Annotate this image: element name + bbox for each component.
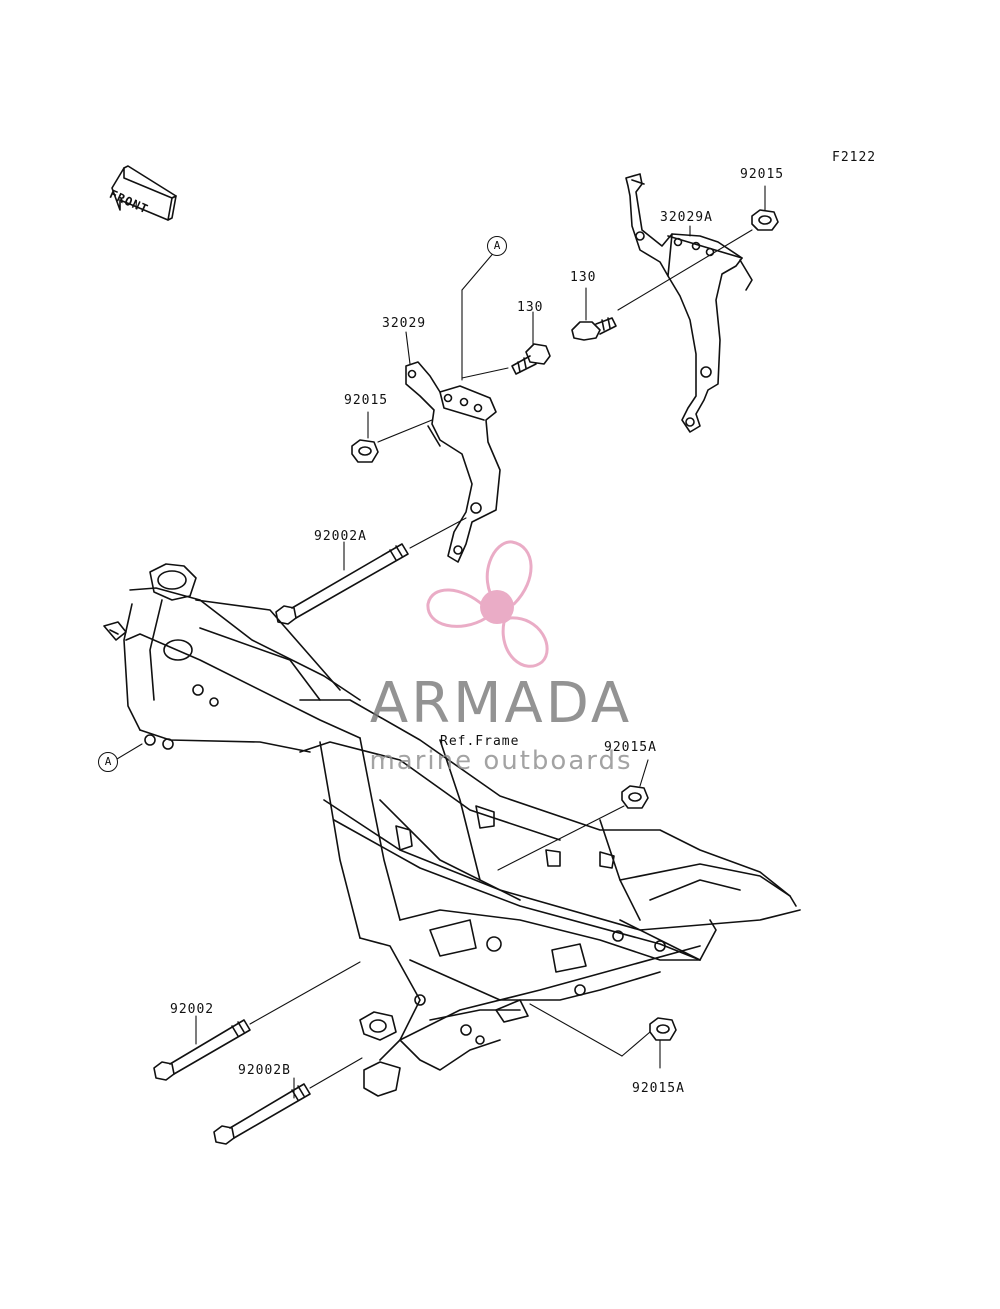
part-label-130-right[interactable]: 130 (570, 270, 597, 285)
part-label-92015-top[interactable]: 92015 (740, 167, 785, 182)
part-label-92015A-lower[interactable]: 92015A (632, 1081, 685, 1096)
bolt-130-left (511, 343, 551, 375)
motorcycle-frame (103, 563, 801, 1097)
nut-92015-left (351, 439, 379, 463)
part-label-92015A-upper[interactable]: 92015A (604, 740, 657, 755)
bracket-32029 (405, 361, 501, 563)
part-label-130-left[interactable]: 130 (517, 300, 544, 315)
leader-lines (111, 185, 766, 1099)
part-label-92002B[interactable]: 92002B (238, 1063, 291, 1078)
bolt-92002B (213, 1083, 311, 1145)
nut-92015-top (751, 209, 779, 231)
watermark-propeller-icon (426, 540, 549, 668)
bolt-130-right (571, 317, 617, 341)
part-label-92015-left[interactable]: 92015 (344, 393, 389, 408)
callout-a-upper: A (487, 236, 507, 256)
nut-92015A-lower (649, 1017, 677, 1041)
part-label-92002[interactable]: 92002 (170, 1002, 215, 1017)
part-label-32029[interactable]: 32029 (382, 316, 427, 331)
bolt-92002 (153, 1019, 251, 1081)
watermark-subtitle: marine outboards (369, 746, 633, 776)
ref-frame-label[interactable]: Ref.Frame (440, 734, 520, 749)
part-label-32029A[interactable]: 32029A (660, 210, 713, 225)
front-arrow-icon (111, 165, 177, 221)
part-label-92002A[interactable]: 92002A (314, 529, 367, 544)
bolt-92002A (275, 543, 409, 625)
watermark-name: ARMADA (369, 671, 633, 736)
callout-a-lower: A (98, 752, 118, 772)
nut-92015A-upper (621, 785, 649, 809)
figure-code: F2122 (832, 150, 877, 165)
